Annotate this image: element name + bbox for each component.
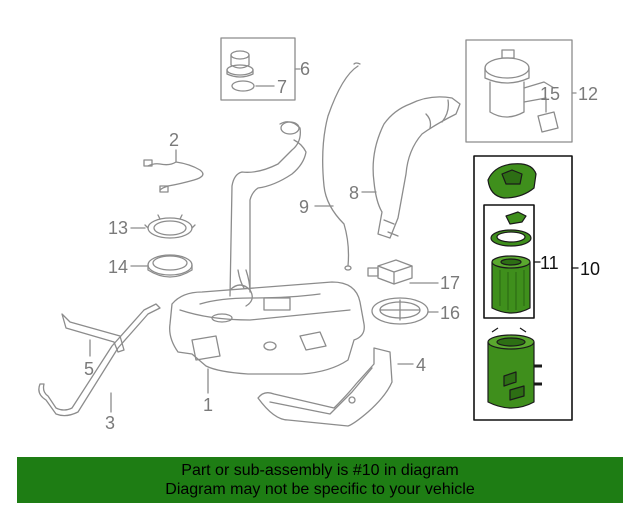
- part-7-seal-ring: [231, 80, 255, 92]
- part-11-cap: [505, 211, 527, 225]
- part-6-filler-cap: [226, 50, 254, 78]
- part-12-pump-module: [484, 49, 555, 118]
- part-8-filler-pipe: [372, 96, 461, 239]
- callout-17: 17: [440, 273, 461, 293]
- callout-13: 13: [108, 218, 129, 238]
- part-12-box: [465, 39, 573, 143]
- callout-16: 16: [440, 303, 461, 323]
- part-10-housing: [487, 327, 542, 409]
- callout-10: 10: [580, 259, 601, 279]
- info-banner: Part or sub-assembly is #10 in diagram D…: [17, 457, 623, 503]
- callout-3: 3: [105, 413, 116, 433]
- part-1-fuel-tank: [169, 281, 365, 375]
- callout-8: 8: [349, 183, 360, 203]
- part-5-bracket: [61, 313, 125, 353]
- part-16-ring: [371, 297, 429, 325]
- part-10-highlight: [487, 163, 542, 409]
- part-9-vent-line: [322, 62, 361, 271]
- part-4-shield: [257, 347, 393, 427]
- callout-6: 6: [300, 59, 311, 79]
- callout-4: 4: [416, 355, 427, 375]
- parts-diagram: [38, 37, 579, 427]
- banner-line-1: Part or sub-assembly is #10 in diagram: [181, 462, 459, 479]
- callout-11: 11: [540, 253, 559, 273]
- part-10-box: [473, 155, 573, 421]
- part-3-strap: [38, 303, 161, 417]
- part-11-filter: [491, 255, 531, 314]
- banner-line-2: Diagram may not be specific to your vehi…: [165, 481, 475, 498]
- callout-5: 5: [84, 359, 95, 379]
- callout-15: 15: [540, 84, 561, 104]
- part-17-valve: [367, 259, 413, 285]
- part-2-sensor-wire: [143, 149, 204, 193]
- callout-2: 2: [169, 130, 180, 150]
- callout-7: 7: [277, 77, 288, 97]
- part-14-seal: [147, 254, 193, 278]
- part-13-lock-ring: [144, 214, 196, 239]
- callout-12: 12: [578, 84, 599, 104]
- callout-14: 14: [108, 257, 129, 277]
- filler-neck: [229, 121, 307, 297]
- part-15-sender: [537, 99, 559, 133]
- callout-1: 1: [203, 395, 214, 415]
- callout-9: 9: [299, 197, 310, 217]
